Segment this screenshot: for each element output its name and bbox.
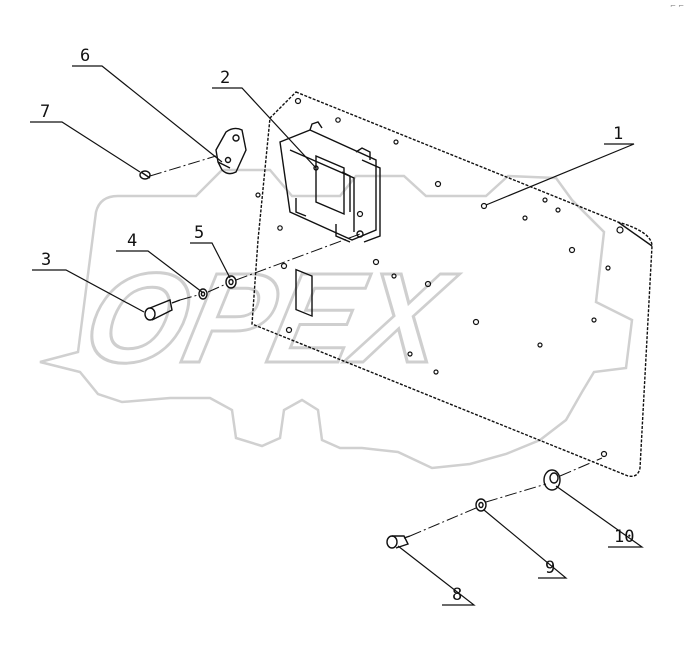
bracket [215,127,247,175]
callout-1: 1 [613,124,623,144]
callout-7: 7 [40,102,50,122]
grommet [543,469,561,491]
watermark-gear-outline [39,168,634,470]
nut [225,275,237,289]
callout-labels: 1 2 3 4 5 6 7 8 9 10 [40,46,634,605]
bolt-lower [386,535,411,549]
plate-holes [255,97,624,458]
callout-6: 6 [80,46,90,66]
leader-lines [30,65,644,606]
assembly-lines [149,155,603,537]
callout-5: 5 [194,223,204,243]
bolt [144,299,181,321]
washer [198,288,208,300]
callout-9: 9 [545,558,555,578]
watermark-text: OPEX [73,247,466,389]
corner-mark: ⌐ ⌐ [670,2,684,10]
callout-8: 8 [452,585,462,605]
mounting-plate [251,91,653,478]
watermark [39,168,634,470]
callout-3: 3 [41,250,51,270]
bolt-small [139,170,151,180]
callout-4: 4 [127,231,137,251]
callout-10: 10 [614,527,634,547]
washer-lower [475,498,487,512]
callout-2: 2 [220,68,230,88]
controller-unit [279,121,381,318]
